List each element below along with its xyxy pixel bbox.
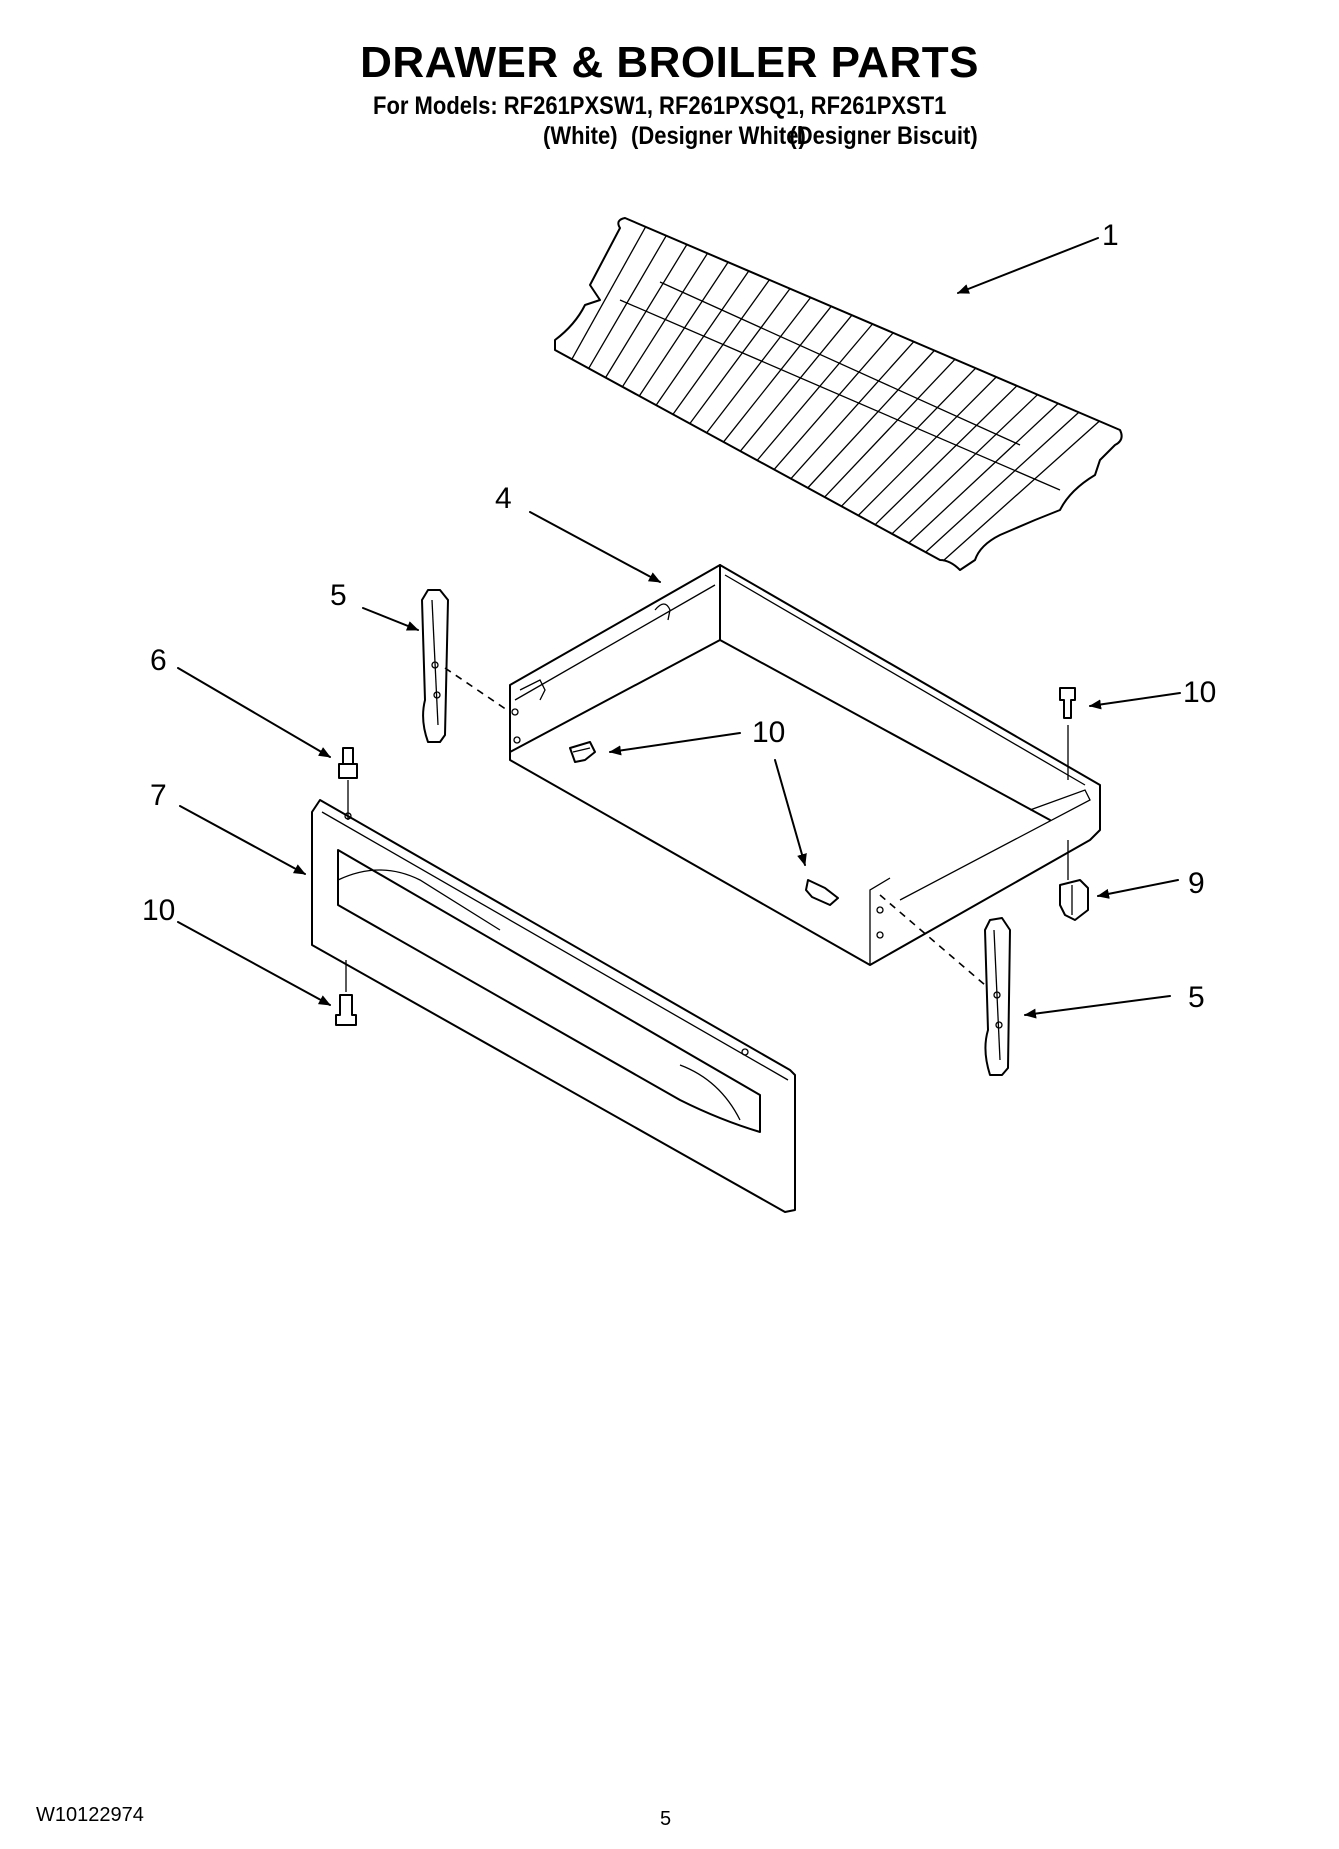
variant-white: (White) [543, 122, 618, 150]
screw-top-right-part [1059, 687, 1076, 780]
callout-10-center: 10 [752, 716, 785, 749]
grid-bar [740, 314, 853, 452]
models-line: For Models: RF261PXSW1, RF261PXSQ1, RF26… [373, 92, 947, 120]
grid-bar [757, 323, 873, 461]
grid-bar [942, 420, 1100, 562]
grid-bar [925, 411, 1080, 553]
drawer-slide-left-part [421, 589, 449, 743]
callout-1: 1 [1102, 219, 1119, 252]
callout-10-lower-left: 10 [142, 894, 175, 927]
document-number: W10122974 [36, 1804, 144, 1826]
drawer-box-part [509, 564, 1101, 966]
grid-bar [638, 261, 729, 397]
grid-bar [892, 394, 1038, 534]
stud-part [338, 747, 358, 820]
grid-bar [841, 367, 977, 507]
drawer-panel-part [311, 799, 796, 1213]
grid-bar [875, 385, 1018, 525]
grid-bar [908, 403, 1059, 543]
callout-7: 7 [150, 779, 167, 812]
callout-5-right: 5 [1188, 981, 1205, 1014]
variant-designer-biscuit: (Designer Biscuit) [789, 122, 978, 150]
clip-part [1059, 840, 1089, 921]
grid-bar [706, 297, 812, 433]
page-title: DRAWER & BROILER PARTS [360, 38, 979, 87]
callout-10-top-right: 10 [1183, 676, 1216, 709]
leader-arrows [177, 237, 1181, 1019]
callout-5-left: 5 [330, 579, 347, 612]
callout-4: 4 [495, 482, 512, 515]
grid-bar [790, 341, 915, 479]
page-number: 5 [660, 1808, 672, 1830]
grid-bar [588, 235, 667, 369]
screw-mid-part [805, 879, 839, 906]
grid-bar [571, 226, 647, 360]
grid-bar [723, 305, 832, 443]
grid-bar [672, 279, 770, 415]
model-variants: (White)(Designer White)(Designer Biscuit… [543, 122, 978, 151]
callout-6: 6 [150, 644, 167, 677]
grid-bar [689, 288, 791, 424]
grid-bar [807, 350, 935, 488]
grid-bar [773, 332, 894, 470]
broiler-grid-part [554, 217, 1123, 571]
screw-lower-left-part [335, 960, 357, 1026]
screw-center-part [569, 741, 596, 763]
callout-9: 9 [1188, 867, 1205, 900]
grid-bar [824, 358, 956, 498]
grid-bar [655, 270, 750, 406]
grid-bar [858, 376, 997, 516]
drawer-slide-right-part [984, 917, 1011, 1076]
